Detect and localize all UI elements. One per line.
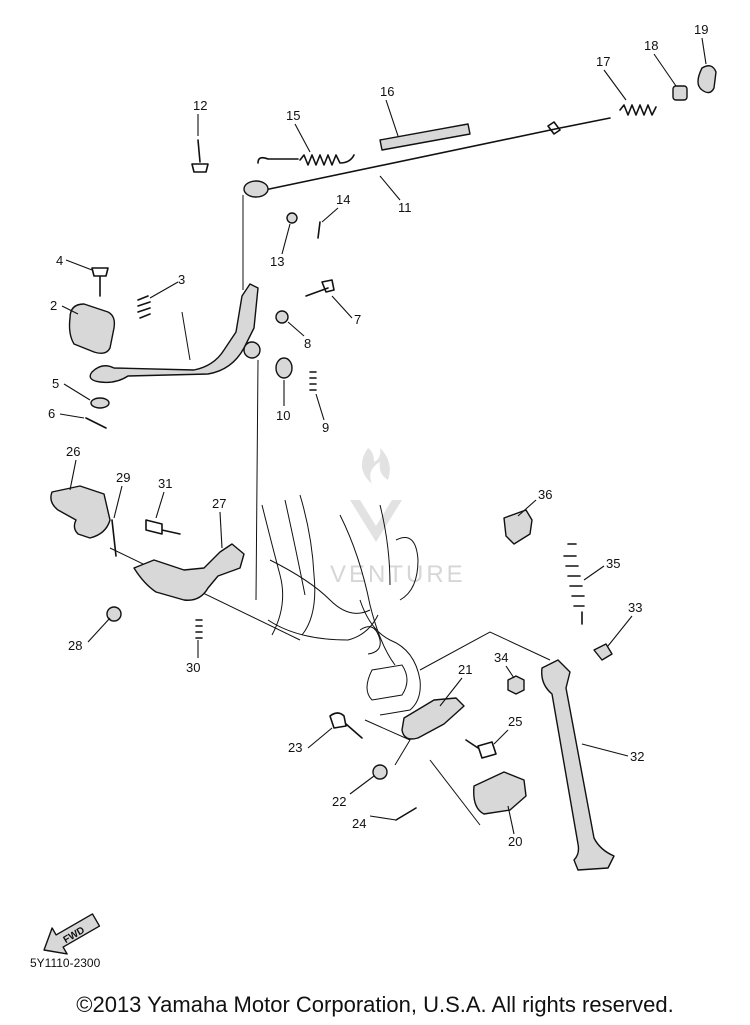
callout-13: 13 [270,254,284,269]
rod-spring [619,104,657,116]
callout-22: 22 [332,794,346,809]
copyright-notice: ©2013 Yamaha Motor Corporation, U.S.A. A… [76,992,674,1017]
callout-24: 24 [352,816,366,831]
callout-18: 18 [644,38,658,53]
callout-2: 2 [50,298,57,313]
switch-plate [503,509,533,545]
callout-23: 23 [288,740,302,755]
bracket-nut [106,606,122,622]
footpeg-bolt [329,712,363,739]
callout-33: 33 [628,600,642,615]
callout-6: 6 [48,406,55,421]
link-line [364,719,411,766]
v-logo-icon [350,500,402,542]
callout-30: 30 [186,660,200,675]
holder-bolt [91,267,109,297]
part-code: 5Y1110-2300 [30,956,101,970]
callout-36: 36 [538,487,552,502]
callouts: 12 15 16 17 18 19 11 14 13 4 3 2 7 8 5 6… [48,22,708,849]
callout-32: 32 [630,749,644,764]
footrest-pin [111,519,117,557]
adjust-nut [672,85,688,101]
return-spring [137,295,151,319]
lock-nut [275,310,289,324]
stopper-spring [309,371,317,391]
rod-joint [697,65,717,94]
callout-20: 20 [508,834,522,849]
link-line [255,359,259,601]
stand-nut [507,675,525,695]
callout-34: 34 [494,650,508,665]
footpeg [473,771,527,815]
link-line [419,631,551,671]
brake-spring [257,154,355,166]
stand-bolt [593,643,613,661]
callout-25: 25 [508,714,522,729]
callout-31: 31 [158,476,172,491]
footrest [50,485,111,539]
flame-icon [361,448,390,484]
stand-bracket [401,697,465,740]
rod-sleeve [379,123,471,151]
adjust-bolt [305,279,335,297]
bracket-bolt [145,519,181,535]
callout-9: 9 [322,420,329,435]
fwd-label: FWD [62,925,87,946]
callout-29: 29 [116,470,130,485]
watermark: VENTURE [330,448,466,588]
callout-4: 4 [56,253,63,268]
stand-spring [563,543,585,625]
callout-27: 27 [212,496,226,511]
callout-10: 10 [276,408,290,423]
footpeg-nut [372,764,388,780]
pedal-washer [90,397,110,409]
collar [275,357,293,379]
peg-pin [395,807,417,821]
callout-14: 14 [336,192,350,207]
callout-15: 15 [286,108,300,123]
link-line [109,547,301,641]
fwd-arrow: FWD [43,913,101,955]
brake-pedal [89,283,261,384]
pedal-holder [68,303,116,355]
callout-21: 21 [458,662,472,677]
callout-35: 35 [606,556,620,571]
footrest-bracket [133,543,245,601]
callout-16: 16 [380,84,394,99]
callout-19: 19 [694,22,708,37]
pivot-bolt [191,139,209,173]
watermark-text: VENTURE [330,561,466,588]
link-line [429,759,481,826]
footrest-spring [195,619,203,639]
cotter-pin [317,221,321,239]
callout-26: 26 [66,444,80,459]
callout-17: 17 [596,54,610,69]
brake-rod [243,117,611,198]
callout-5: 5 [52,376,59,391]
callout-11: 11 [398,200,412,215]
callout-28: 28 [68,638,82,653]
sidestand [541,659,615,871]
peg-bolt [465,739,497,759]
callout-3: 3 [178,272,185,287]
pedal-pin [85,417,107,429]
callout-12: 12 [193,98,207,113]
washer [286,212,298,224]
frame-outline [261,494,421,716]
callout-8: 8 [304,336,311,351]
callout-7: 7 [354,312,361,327]
